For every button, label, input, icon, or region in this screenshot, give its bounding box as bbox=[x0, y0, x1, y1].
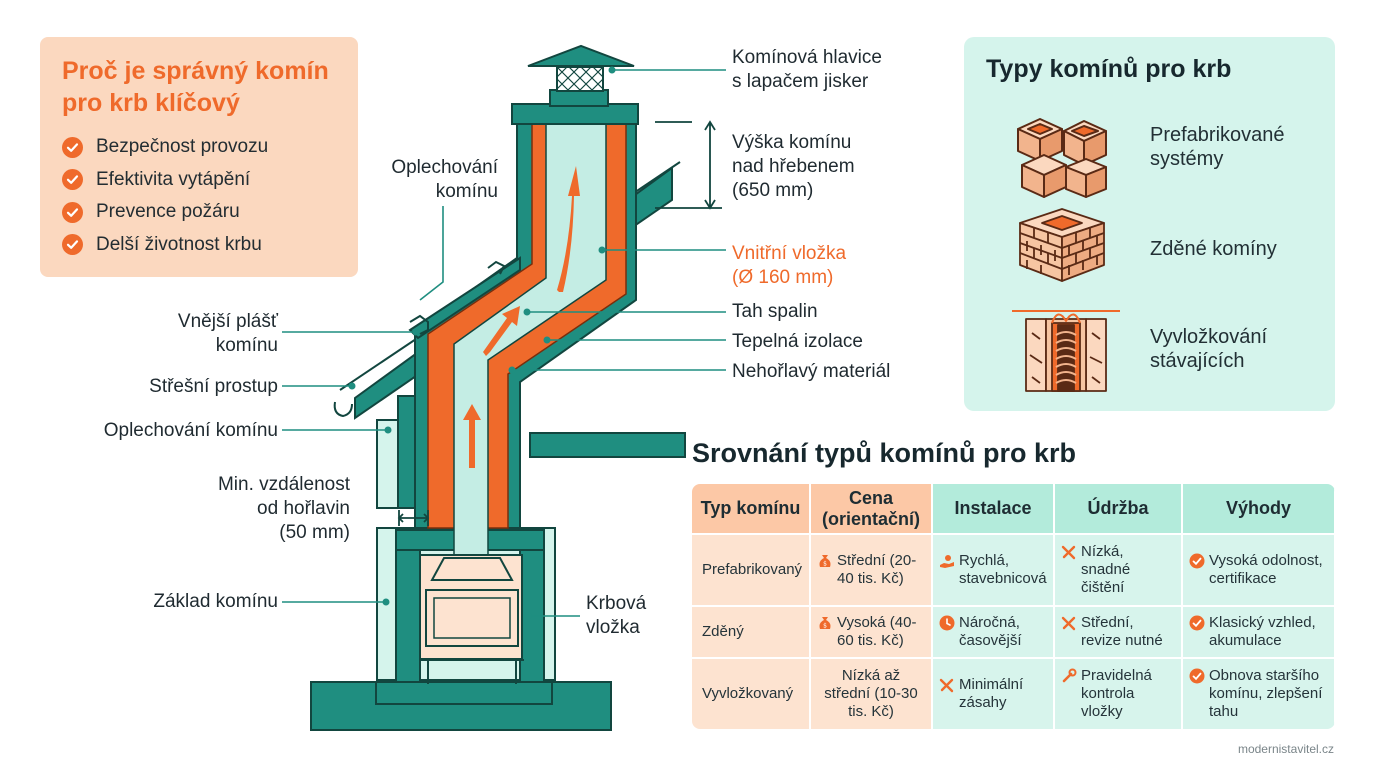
label-cap: Komínová hlavice s lapačem jisker bbox=[732, 47, 882, 92]
cap-roof bbox=[527, 44, 635, 67]
cell-install: Rychlá, stavebnicová bbox=[959, 552, 1047, 588]
lined-chimney-icon bbox=[1012, 310, 1120, 392]
label-outer-shell: Vnější plášť komínu bbox=[177, 311, 278, 356]
flashing-hook bbox=[409, 314, 429, 335]
check-circle-icon bbox=[62, 201, 83, 223]
label-noncombustible: Nehořlavý materiál bbox=[732, 361, 891, 382]
ceiling-shelf bbox=[529, 432, 686, 458]
label-base: Základ komínu bbox=[153, 591, 278, 612]
base-wall-left bbox=[395, 547, 421, 683]
why-item: Prevence požáru bbox=[62, 196, 336, 229]
leader-lines bbox=[282, 69, 726, 617]
height-dim bbox=[655, 120, 722, 210]
cell-price: Střední (20-40 tis. Kč) bbox=[837, 552, 917, 588]
cell-type: Zděný bbox=[692, 605, 811, 658]
cell-price: Vysoká (40-60 tis. Kč) bbox=[837, 614, 917, 650]
clearance-dim bbox=[397, 510, 430, 526]
cell-maintenance: Střední, revize nutné bbox=[1081, 614, 1163, 650]
header-maintenance: Údržba bbox=[1054, 484, 1183, 534]
label-height: Výška komínu nad hřebenem (650 mm) bbox=[732, 132, 855, 201]
cell-maintenance: Nízká, snadné čištění bbox=[1081, 543, 1131, 597]
insert-legs bbox=[420, 659, 524, 684]
check-circle-icon bbox=[62, 234, 83, 256]
why-title: Proč je správný komín pro krb klíčový bbox=[62, 57, 329, 117]
flashing-clip bbox=[487, 260, 506, 275]
prefab-blocks-icon bbox=[1017, 118, 1107, 198]
check-circle-icon bbox=[1189, 615, 1205, 631]
hand-coin-icon bbox=[940, 555, 954, 569]
label-clearance: Min. vzdálenost od hořlavin (50 mm) bbox=[217, 474, 350, 543]
why-item: Delší životnost krbu bbox=[62, 229, 336, 262]
why-item: Bezpečnost provozu bbox=[62, 131, 336, 164]
cell-advantages: Obnova staršího komínu, zlepšení tahu bbox=[1209, 666, 1323, 720]
brick-chimney-icon bbox=[1019, 208, 1105, 282]
cell-maintenance: Pravidelná kontrola vložky bbox=[1081, 666, 1152, 720]
types-title: Typy komínů pro krb bbox=[986, 55, 1232, 83]
cell-price: Nízká až střední (10-30 tis. Kč) bbox=[810, 656, 933, 729]
table-row: Prefabrikovaný $Střední (20-40 tis. Kč) … bbox=[692, 532, 1335, 607]
type-label: Prefabrikované systémy bbox=[1150, 124, 1285, 170]
label-draft: Tah spalin bbox=[732, 301, 818, 322]
cell-advantages: Vysoká odolnost, certifikace bbox=[1209, 552, 1323, 588]
cap-base bbox=[549, 89, 609, 107]
table-row: Zděný $ Vysoká (40-60 tis. Kč) Náročná, č… bbox=[692, 605, 1335, 658]
check-circle-icon bbox=[62, 169, 83, 191]
clock-icon bbox=[939, 615, 955, 631]
cell-install: Náročná, časovější bbox=[959, 614, 1022, 650]
type-item-brick: Zděné komíny bbox=[964, 205, 1335, 305]
label-insert: Krbová vložka bbox=[586, 593, 647, 638]
check-circle-icon bbox=[1189, 668, 1205, 684]
comparison-table: Typ komínu Cena (orientační) Instalace Ú… bbox=[692, 484, 1335, 729]
header-price: Cena (orientační) bbox=[810, 484, 933, 534]
table-row: Vyvložkovaný Nízká až střední (10-30 tis… bbox=[692, 656, 1335, 729]
spark-mesh-lines bbox=[556, 66, 604, 92]
insert-top bbox=[430, 557, 514, 581]
table-header-row: Typ komínu Cena (orientační) Instalace Ú… bbox=[692, 484, 1335, 534]
type-label: Vyvložkování stávajících bbox=[1150, 326, 1268, 372]
label-insulation: Tepelná izolace bbox=[732, 331, 863, 352]
tools-icon bbox=[939, 678, 954, 693]
header-type: Typ komínu bbox=[692, 484, 811, 534]
header-advantages: Výhody bbox=[1182, 484, 1335, 534]
wrench-icon bbox=[1062, 668, 1077, 683]
foundation-top bbox=[375, 681, 553, 705]
tools-icon bbox=[1061, 616, 1076, 631]
types-panel: Typy komínů pro krb bbox=[964, 37, 1335, 411]
insert-window bbox=[425, 589, 519, 647]
type-label: Zděné komíny bbox=[1150, 238, 1277, 260]
site-credit: modernistavitel.cz bbox=[1237, 742, 1334, 756]
svg-text:$: $ bbox=[823, 561, 827, 568]
cell-advantages: Klasický vzhled, akumulace bbox=[1209, 614, 1316, 650]
header-install: Instalace bbox=[932, 484, 1055, 534]
label-liner: Vnitřní vložka (Ø 160 mm) bbox=[732, 243, 847, 288]
money-bag-icon: $ bbox=[819, 617, 831, 630]
svg-text:$: $ bbox=[823, 623, 827, 630]
cell-type: Vyvložkovaný bbox=[692, 656, 811, 729]
insert-glass bbox=[433, 597, 511, 639]
draft-arrows bbox=[463, 166, 580, 468]
comparison-title: Srovnání typů komínů pro krb bbox=[692, 438, 1077, 468]
base-wall-right bbox=[519, 547, 545, 683]
check-circle-icon bbox=[1189, 553, 1205, 569]
type-item-prefab: Prefabrikované systémy bbox=[964, 115, 1335, 215]
why-item: Efektivita vytápění bbox=[62, 164, 336, 197]
foundation bbox=[310, 681, 612, 731]
gutter bbox=[333, 401, 353, 418]
label-flashing-top: Oplechování komínu bbox=[391, 157, 498, 202]
money-bag-icon: $ bbox=[819, 555, 831, 568]
why-list: Bezpečnost provozu Efektivita vytápění P… bbox=[62, 131, 336, 261]
label-flashing-bottom: Oplechování komínu bbox=[103, 420, 278, 441]
tools-icon bbox=[1061, 545, 1076, 560]
cell-type: Prefabrikovaný bbox=[692, 532, 811, 607]
check-circle-icon bbox=[62, 136, 83, 158]
leader-dots bbox=[348, 66, 616, 620]
label-roof-pass: Střešní prostup bbox=[149, 376, 278, 397]
type-item-lined: Vyvložkování stávajících bbox=[964, 305, 1335, 405]
why-panel: Proč je správný komín pro krb klíčový Be… bbox=[40, 37, 358, 277]
cell-install: Minimální zásahy bbox=[959, 675, 1024, 711]
